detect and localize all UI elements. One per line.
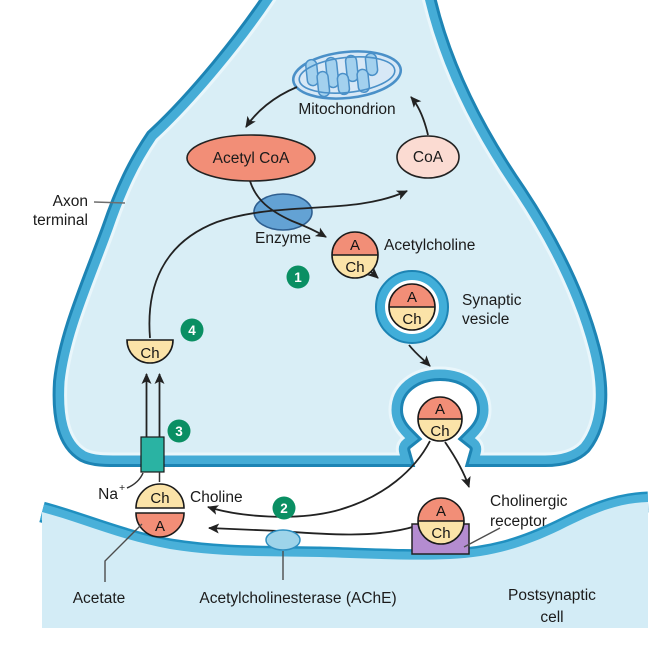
axon-terminal bbox=[52, 0, 608, 467]
acetate-fragment: A bbox=[135, 512, 185, 538]
arrow-receptor-to-acetate bbox=[208, 523, 417, 536]
ache-label: Acetylcholinesterase (AChE) bbox=[199, 590, 396, 607]
arrow-choline-recycle-to-coa bbox=[148, 190, 408, 339]
coa bbox=[396, 135, 460, 179]
svg-text:1: 1 bbox=[294, 270, 302, 285]
choline-letter: Ch bbox=[402, 311, 421, 328]
coa-label: CoA bbox=[413, 149, 444, 166]
step-4-badge: 4 bbox=[180, 318, 204, 342]
svg-text:4: 4 bbox=[188, 323, 196, 338]
acetyl-letter: A bbox=[350, 237, 360, 254]
na-superscript: + bbox=[119, 482, 125, 494]
synaptic-vesicle-label-line2: vesicle bbox=[462, 311, 509, 328]
svg-text:3: 3 bbox=[175, 424, 183, 439]
arrow-pocket-to-choline bbox=[207, 440, 431, 518]
svg-text:2: 2 bbox=[280, 501, 288, 516]
acetyl-coa-label: Acetyl CoA bbox=[213, 150, 290, 167]
acetyl-letter: A bbox=[435, 401, 445, 418]
cholinergic-receptor-label-line2: receptor bbox=[490, 513, 547, 530]
choline-letter: Ch bbox=[430, 423, 449, 440]
arrow-acetylcoa-to-acetylcholine bbox=[249, 180, 327, 238]
axon-terminal-label-line2: terminal bbox=[33, 212, 88, 229]
acetyl-coa bbox=[186, 134, 316, 182]
axon-terminal-cytoplasm bbox=[64, 0, 596, 456]
acetate-label: Acetate bbox=[73, 590, 126, 607]
choline-transporter bbox=[140, 436, 165, 473]
fusing-vesicle-ach: A Ch bbox=[417, 396, 463, 442]
acetylcholine-label: Acetylcholine bbox=[384, 237, 475, 254]
step-1-badge: 1 bbox=[286, 265, 310, 289]
acetyl-letter: A bbox=[155, 518, 165, 535]
acetylcholine-molecule: A Ch bbox=[331, 231, 379, 279]
choline-fragment: Ch bbox=[135, 483, 185, 509]
step-3-badge: 3 bbox=[167, 419, 191, 443]
arrow-pocket-to-receptor bbox=[444, 441, 471, 488]
enzyme-label: Enzyme bbox=[255, 230, 311, 247]
cholinergic-receptor-label-line1: Cholinergic bbox=[490, 493, 568, 510]
mitochondrion-label: Mitochondrion bbox=[298, 101, 395, 118]
mitochondrion-cristae bbox=[305, 52, 379, 98]
postsynaptic-cytoplasm bbox=[42, 502, 648, 628]
arrow-coa-to-mitochondrion bbox=[410, 96, 429, 136]
na-label: Na bbox=[98, 486, 118, 503]
recycled-choline: Ch bbox=[126, 339, 174, 364]
enzyme bbox=[253, 193, 313, 231]
axon-terminal-label-line1: Axon bbox=[53, 193, 88, 210]
ache-enzyme bbox=[265, 529, 301, 551]
step-2-badge: 2 bbox=[272, 496, 296, 520]
synaptic-vesicle: A Ch bbox=[375, 270, 449, 344]
choline-letter: Ch bbox=[431, 525, 450, 542]
acetyl-letter: A bbox=[407, 289, 417, 306]
arrow-vesicle-to-pocket bbox=[408, 344, 431, 367]
acetate-pointer bbox=[104, 523, 143, 582]
choline-letter: Ch bbox=[345, 259, 364, 276]
mitochondrion bbox=[291, 50, 403, 100]
postsynaptic-cell bbox=[39, 491, 649, 628]
receptor-bound-ach: A Ch bbox=[417, 497, 465, 545]
acetyl-letter: A bbox=[436, 503, 446, 520]
arrow-mitochondrion-to-acetylcoa bbox=[245, 86, 298, 128]
axon-terminal-pointer bbox=[93, 201, 126, 204]
postsynaptic-cell-label-line2: cell bbox=[540, 609, 563, 626]
synaptic-vesicle-label-line1: Synaptic bbox=[462, 292, 522, 309]
cholinergic-receptor-pointer bbox=[463, 527, 501, 548]
choline-letter: Ch bbox=[150, 490, 169, 507]
na-entry-line bbox=[126, 472, 144, 489]
choline-letter: Ch bbox=[140, 345, 159, 362]
choline-label: Choline bbox=[190, 489, 243, 506]
postsynaptic-cell-label-line1: Postsynaptic bbox=[508, 587, 596, 604]
